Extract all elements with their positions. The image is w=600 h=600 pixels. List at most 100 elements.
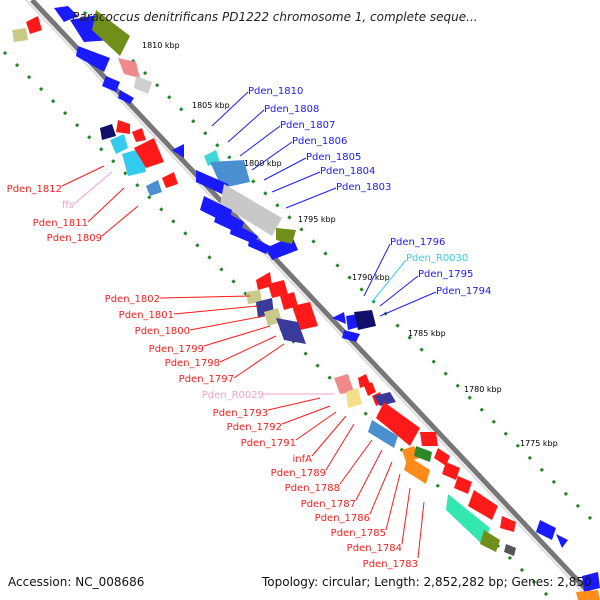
gene-label[interactable]: ffs xyxy=(62,200,74,211)
feature-group-1800 xyxy=(172,144,298,260)
gene-feature[interactable] xyxy=(172,144,184,158)
gene-label[interactable]: Pden_1808 xyxy=(264,104,319,115)
gene-feature[interactable] xyxy=(246,290,262,304)
gene-label[interactable]: Pden_1788 xyxy=(285,483,340,494)
gene-label[interactable]: Pden_1809 xyxy=(47,233,102,244)
gene-feature[interactable] xyxy=(256,272,272,290)
gene-feature[interactable] xyxy=(196,170,228,196)
gene-feature[interactable] xyxy=(504,544,516,556)
gene-feature[interactable] xyxy=(342,330,360,342)
gene-feature[interactable] xyxy=(162,172,178,188)
gene-label[interactable]: Pden_1801 xyxy=(119,310,174,321)
gene-label[interactable]: Pden_1792 xyxy=(227,422,282,433)
gene-label[interactable]: Pden_1803 xyxy=(336,182,391,193)
gene-label[interactable]: Pden_1786 xyxy=(315,513,370,524)
gene-label[interactable]: Pden_R0029 xyxy=(202,390,264,401)
gene-feature[interactable] xyxy=(118,90,134,104)
gene-label[interactable]: Pden_1799 xyxy=(149,344,204,355)
kbp-ticks: 1810 kbp 1805 kbp 1800 kbp 1795 kbp 1790… xyxy=(142,41,558,448)
gene-label[interactable]: Pden_1811 xyxy=(33,218,88,229)
gene-feature[interactable] xyxy=(374,392,396,406)
feature-group-1810 xyxy=(12,6,152,104)
gene-feature[interactable] xyxy=(446,494,490,546)
feature-group-1812 xyxy=(100,120,178,196)
gene-feature[interactable] xyxy=(334,374,354,394)
gene-feature[interactable] xyxy=(12,28,28,42)
gene-feature[interactable] xyxy=(434,448,450,466)
gene-feature[interactable] xyxy=(116,120,130,134)
gene-label[interactable]: Pden_1783 xyxy=(363,559,418,570)
gene-feature[interactable] xyxy=(118,58,140,78)
gene-label[interactable]: Pden_1794 xyxy=(436,286,491,297)
gene-feature[interactable] xyxy=(268,280,288,298)
topology-text: Topology: circular; Length: 2,852,282 bp… xyxy=(262,575,592,589)
gene-label[interactable]: Pden_R0030 xyxy=(406,253,468,264)
gene-label[interactable]: Pden_1797 xyxy=(179,374,234,385)
feature-group-1790 xyxy=(334,374,600,600)
gene-feature[interactable] xyxy=(102,76,120,92)
gene-label[interactable]: Pden_1798 xyxy=(165,358,220,369)
gene-labels-left: Pden_1812 ffs Pden_1811 Pden_1809 Pden_1… xyxy=(7,165,425,570)
gene-feature[interactable] xyxy=(76,46,110,72)
gene-feature[interactable] xyxy=(582,572,600,592)
gene-feature[interactable] xyxy=(414,446,432,462)
gene-label[interactable]: Pden_1810 xyxy=(248,86,303,97)
gene-feature[interactable] xyxy=(376,402,420,446)
gene-feature[interactable] xyxy=(454,476,472,494)
gene-label[interactable]: infA xyxy=(293,454,313,465)
gc-track-right xyxy=(82,10,600,530)
gene-feature[interactable] xyxy=(420,432,438,446)
gene-feature[interactable] xyxy=(536,520,556,540)
kbp-label: 1795 kbp xyxy=(298,215,336,224)
gene-feature[interactable] xyxy=(54,6,78,22)
gene-feature[interactable] xyxy=(576,590,600,600)
gene-feature[interactable] xyxy=(292,302,318,330)
gene-feature[interactable] xyxy=(404,456,430,484)
gene-feature[interactable] xyxy=(132,128,146,142)
gene-label[interactable]: Pden_1806 xyxy=(292,136,347,147)
gene-labels-right: Pden_1810 Pden_1808 Pden_1807 Pden_1806 … xyxy=(211,86,491,317)
kbp-label: 1800 kbp xyxy=(244,159,282,168)
gene-feature[interactable] xyxy=(500,516,516,532)
gene-label[interactable]: Pden_1793 xyxy=(213,408,268,419)
gene-feature[interactable] xyxy=(92,10,130,56)
gene-feature[interactable] xyxy=(280,292,298,310)
gene-label[interactable]: Pden_1805 xyxy=(306,152,361,163)
feature-group-1800-reverse xyxy=(246,272,318,344)
gene-feature[interactable] xyxy=(276,318,306,344)
gene-label[interactable]: Pden_1802 xyxy=(105,294,160,305)
gene-label[interactable]: Pden_1785 xyxy=(331,528,386,539)
gene-feature[interactable] xyxy=(368,420,398,448)
gene-feature[interactable] xyxy=(480,530,500,552)
gene-feature[interactable] xyxy=(100,124,116,140)
gene-label[interactable]: Pden_1791 xyxy=(241,438,296,449)
gene-feature[interactable] xyxy=(134,138,164,168)
gene-label[interactable]: Pden_1789 xyxy=(271,468,326,479)
gene-feature[interactable] xyxy=(248,236,270,254)
gene-label[interactable]: Pden_1800 xyxy=(135,326,190,337)
gene-label[interactable]: Pden_1812 xyxy=(7,184,62,195)
gene-label[interactable]: Pden_1784 xyxy=(347,543,402,554)
gene-label[interactable]: Pden_1795 xyxy=(418,269,473,280)
gene-label[interactable]: Pden_1787 xyxy=(301,499,356,510)
gene-feature[interactable] xyxy=(468,490,498,520)
gene-feature[interactable] xyxy=(220,184,282,236)
gene-feature[interactable] xyxy=(110,134,128,154)
title-bar: Paracoccus denitrificans PD1222 chromoso… xyxy=(0,0,600,34)
gene-feature[interactable] xyxy=(354,310,376,330)
gene-feature[interactable] xyxy=(346,388,362,408)
gene-feature[interactable] xyxy=(276,228,296,244)
kbp-label: 1785 kbp xyxy=(408,329,446,338)
gene-feature[interactable] xyxy=(26,16,42,34)
gene-feature[interactable] xyxy=(146,180,162,196)
gene-feature[interactable] xyxy=(332,312,346,324)
gene-label[interactable]: Pden_1796 xyxy=(390,237,445,248)
gene-feature[interactable] xyxy=(134,76,152,94)
gene-label[interactable]: Pden_1804 xyxy=(320,166,375,177)
gene-feature[interactable] xyxy=(364,382,376,396)
gene-feature[interactable] xyxy=(556,534,568,548)
gene-feature[interactable] xyxy=(442,462,460,480)
kbp-label: 1810 kbp xyxy=(142,41,180,50)
gene-label[interactable]: Pden_1807 xyxy=(280,120,335,131)
